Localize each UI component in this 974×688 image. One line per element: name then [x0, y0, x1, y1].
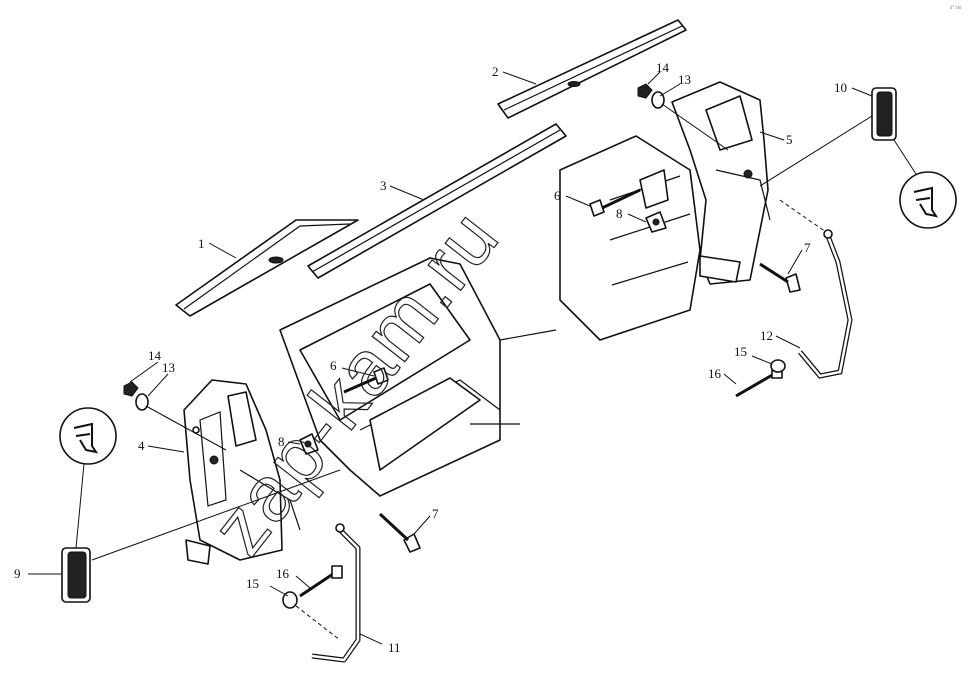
callout-2: 2	[492, 64, 499, 79]
part-12-right-rod	[798, 229, 853, 379]
callout-12: 12	[760, 328, 773, 343]
part-5-right-bracket	[671, 81, 771, 285]
dashboard-main-panel	[279, 257, 557, 497]
part-11-left-rod	[311, 523, 361, 663]
callout-16-right: 16	[708, 366, 722, 381]
washer-13-right	[651, 91, 665, 109]
fastener-8-upper	[645, 211, 667, 233]
callout-8-lower: 8	[278, 434, 285, 449]
callout-16-left: 16	[276, 566, 290, 581]
callout-13-left: 13	[162, 360, 175, 375]
nut-14-left	[123, 381, 139, 397]
part-2-upper-trim	[497, 19, 687, 119]
callout-8-upper: 8	[616, 206, 623, 221]
corner-mark: z° oo	[950, 5, 962, 11]
leader-lines	[28, 71, 917, 645]
callout-labels: 1 2 3 4 5 6 6 7 7 8 8 9 10 11 12 13 14 1…	[14, 60, 847, 655]
callout-15-right: 15	[734, 344, 747, 359]
washer-13-left	[135, 393, 149, 411]
fastener-6-upper	[589, 188, 641, 217]
fastener-7-right	[759, 262, 801, 293]
callout-5: 5	[786, 132, 793, 147]
detail-circle-right	[899, 171, 957, 229]
callout-1: 1	[198, 236, 205, 251]
callout-7-right: 7	[804, 240, 811, 255]
washer-15-left	[282, 591, 298, 609]
callout-14-right: 14	[656, 60, 670, 75]
callout-6-upper: 6	[554, 188, 561, 203]
part-3-center-trim	[307, 123, 567, 279]
dashboard-rear-panel	[559, 135, 701, 341]
callout-9: 9	[14, 566, 21, 581]
callout-15-left: 15	[246, 576, 259, 591]
nut-14-right	[637, 83, 653, 99]
part-9-left-cap	[61, 547, 91, 603]
callout-13-right: 13	[678, 72, 691, 87]
callout-11: 11	[388, 640, 401, 655]
part-10-right-cap	[871, 87, 897, 141]
fastener-8-lower	[299, 433, 319, 455]
callout-7-left: 7	[432, 506, 439, 521]
callout-14-left: 14	[148, 348, 162, 363]
callout-10: 10	[834, 80, 847, 95]
part-1-left-trim	[175, 219, 359, 317]
fastener-6-lower	[343, 367, 389, 394]
callout-3: 3	[380, 178, 387, 193]
callout-6-lower: 6	[330, 358, 337, 373]
part-4-left-bracket	[183, 379, 301, 565]
washer-15-right	[770, 359, 786, 373]
callout-4: 4	[138, 438, 145, 453]
detail-circle-left	[59, 407, 117, 465]
fastener-7-left	[378, 512, 421, 553]
bolt-16-left	[299, 565, 343, 598]
